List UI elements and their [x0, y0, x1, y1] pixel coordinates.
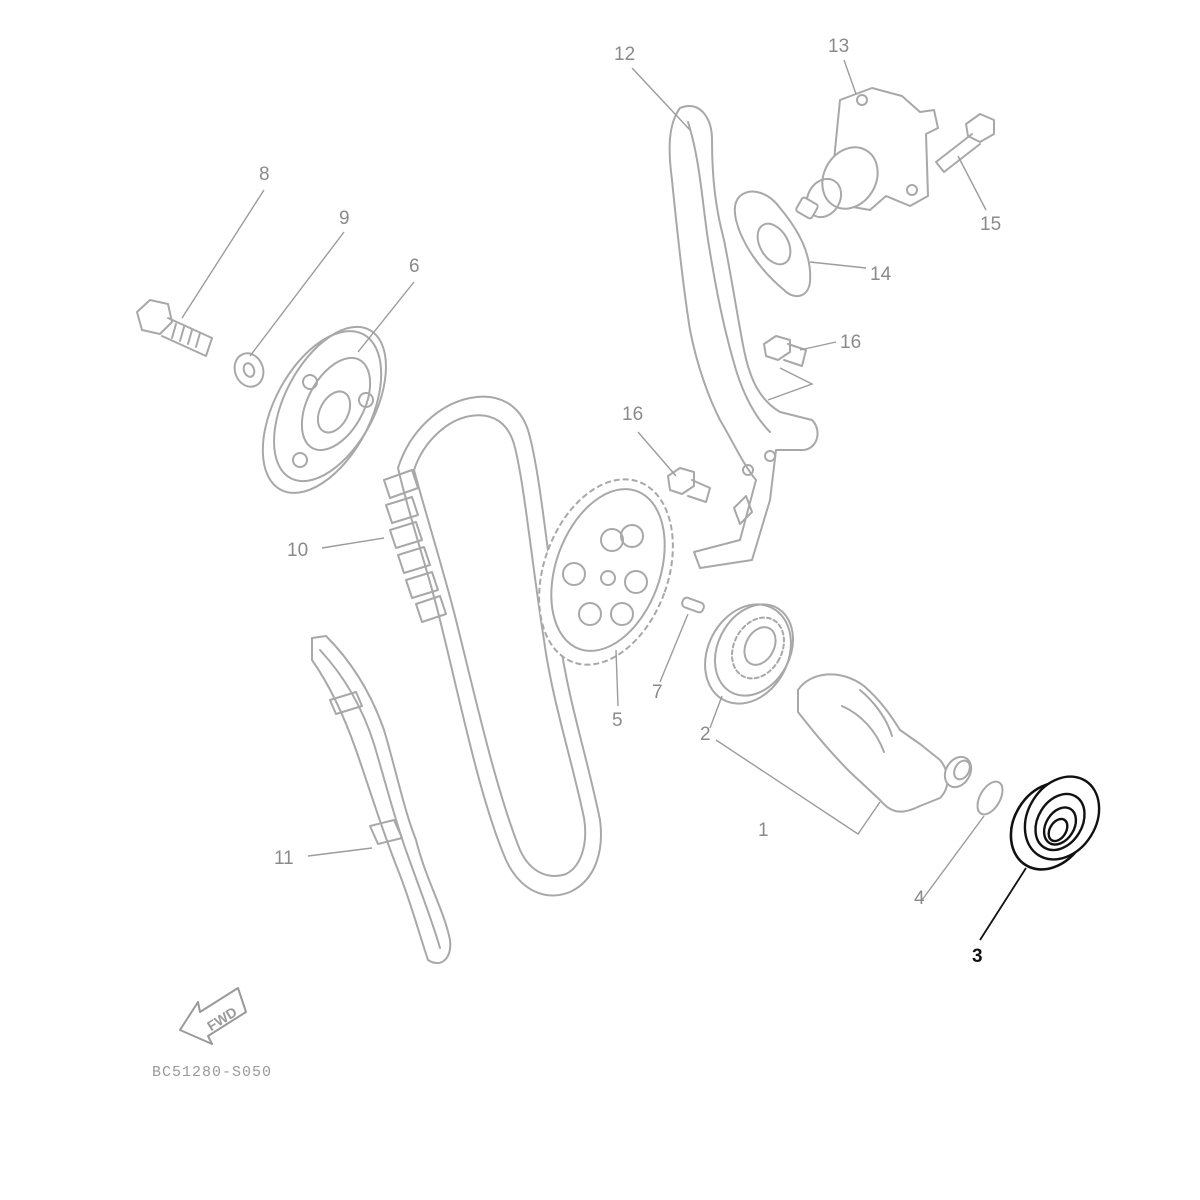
- callout-12: 12: [614, 44, 635, 65]
- callout-3: 3: [972, 946, 983, 967]
- callout-1: 1: [758, 820, 769, 841]
- callout-11: 11: [274, 848, 294, 869]
- part-7-pin: [681, 596, 705, 614]
- callout-4: 4: [914, 888, 925, 909]
- callout-2: 2: [700, 724, 711, 745]
- part-9-washer: [233, 352, 265, 388]
- callout-7: 7: [652, 682, 663, 703]
- callout-14: 14: [870, 264, 892, 285]
- callout-15: 15: [980, 214, 1001, 235]
- part-13-tensioner: [795, 87, 939, 220]
- part-14-gasket: [733, 190, 812, 298]
- fwd-arrow-icon: FWD: [179, 987, 247, 1045]
- part-2-bearing: [704, 603, 794, 705]
- leader-lines: [181, 59, 1027, 941]
- part-12-tensioner-guide: [668, 105, 819, 569]
- part-3-bearing-highlighted: [1009, 775, 1101, 871]
- callout-8: 8: [259, 164, 270, 185]
- part-1-camshaft: [797, 673, 973, 813]
- callout-9: 9: [339, 208, 350, 229]
- part-8-bolt: [136, 299, 213, 357]
- part-15-bolt: [935, 113, 995, 173]
- part-5-cam-sprocket: [538, 478, 674, 666]
- callout-16-lower: 16: [622, 404, 643, 425]
- part-11-chain-guide: [311, 635, 452, 965]
- part-6-plate: [261, 325, 387, 494]
- callout-6: 6: [409, 256, 420, 277]
- callout-13: 13: [828, 36, 849, 57]
- callout-10: 10: [287, 540, 308, 561]
- callout-labels: 8 9 6 10 11 12 13 14 15 16 16 5 7 2 1 4 …: [259, 36, 1001, 967]
- drawing-code: BC51280-S050: [152, 1064, 272, 1081]
- callout-16-upper: 16: [840, 332, 861, 353]
- part-16-bolt-upper: [763, 335, 807, 367]
- callout-5: 5: [612, 710, 623, 731]
- part-10-cam-chain: [383, 395, 602, 897]
- part-4-circlip: [976, 780, 1004, 816]
